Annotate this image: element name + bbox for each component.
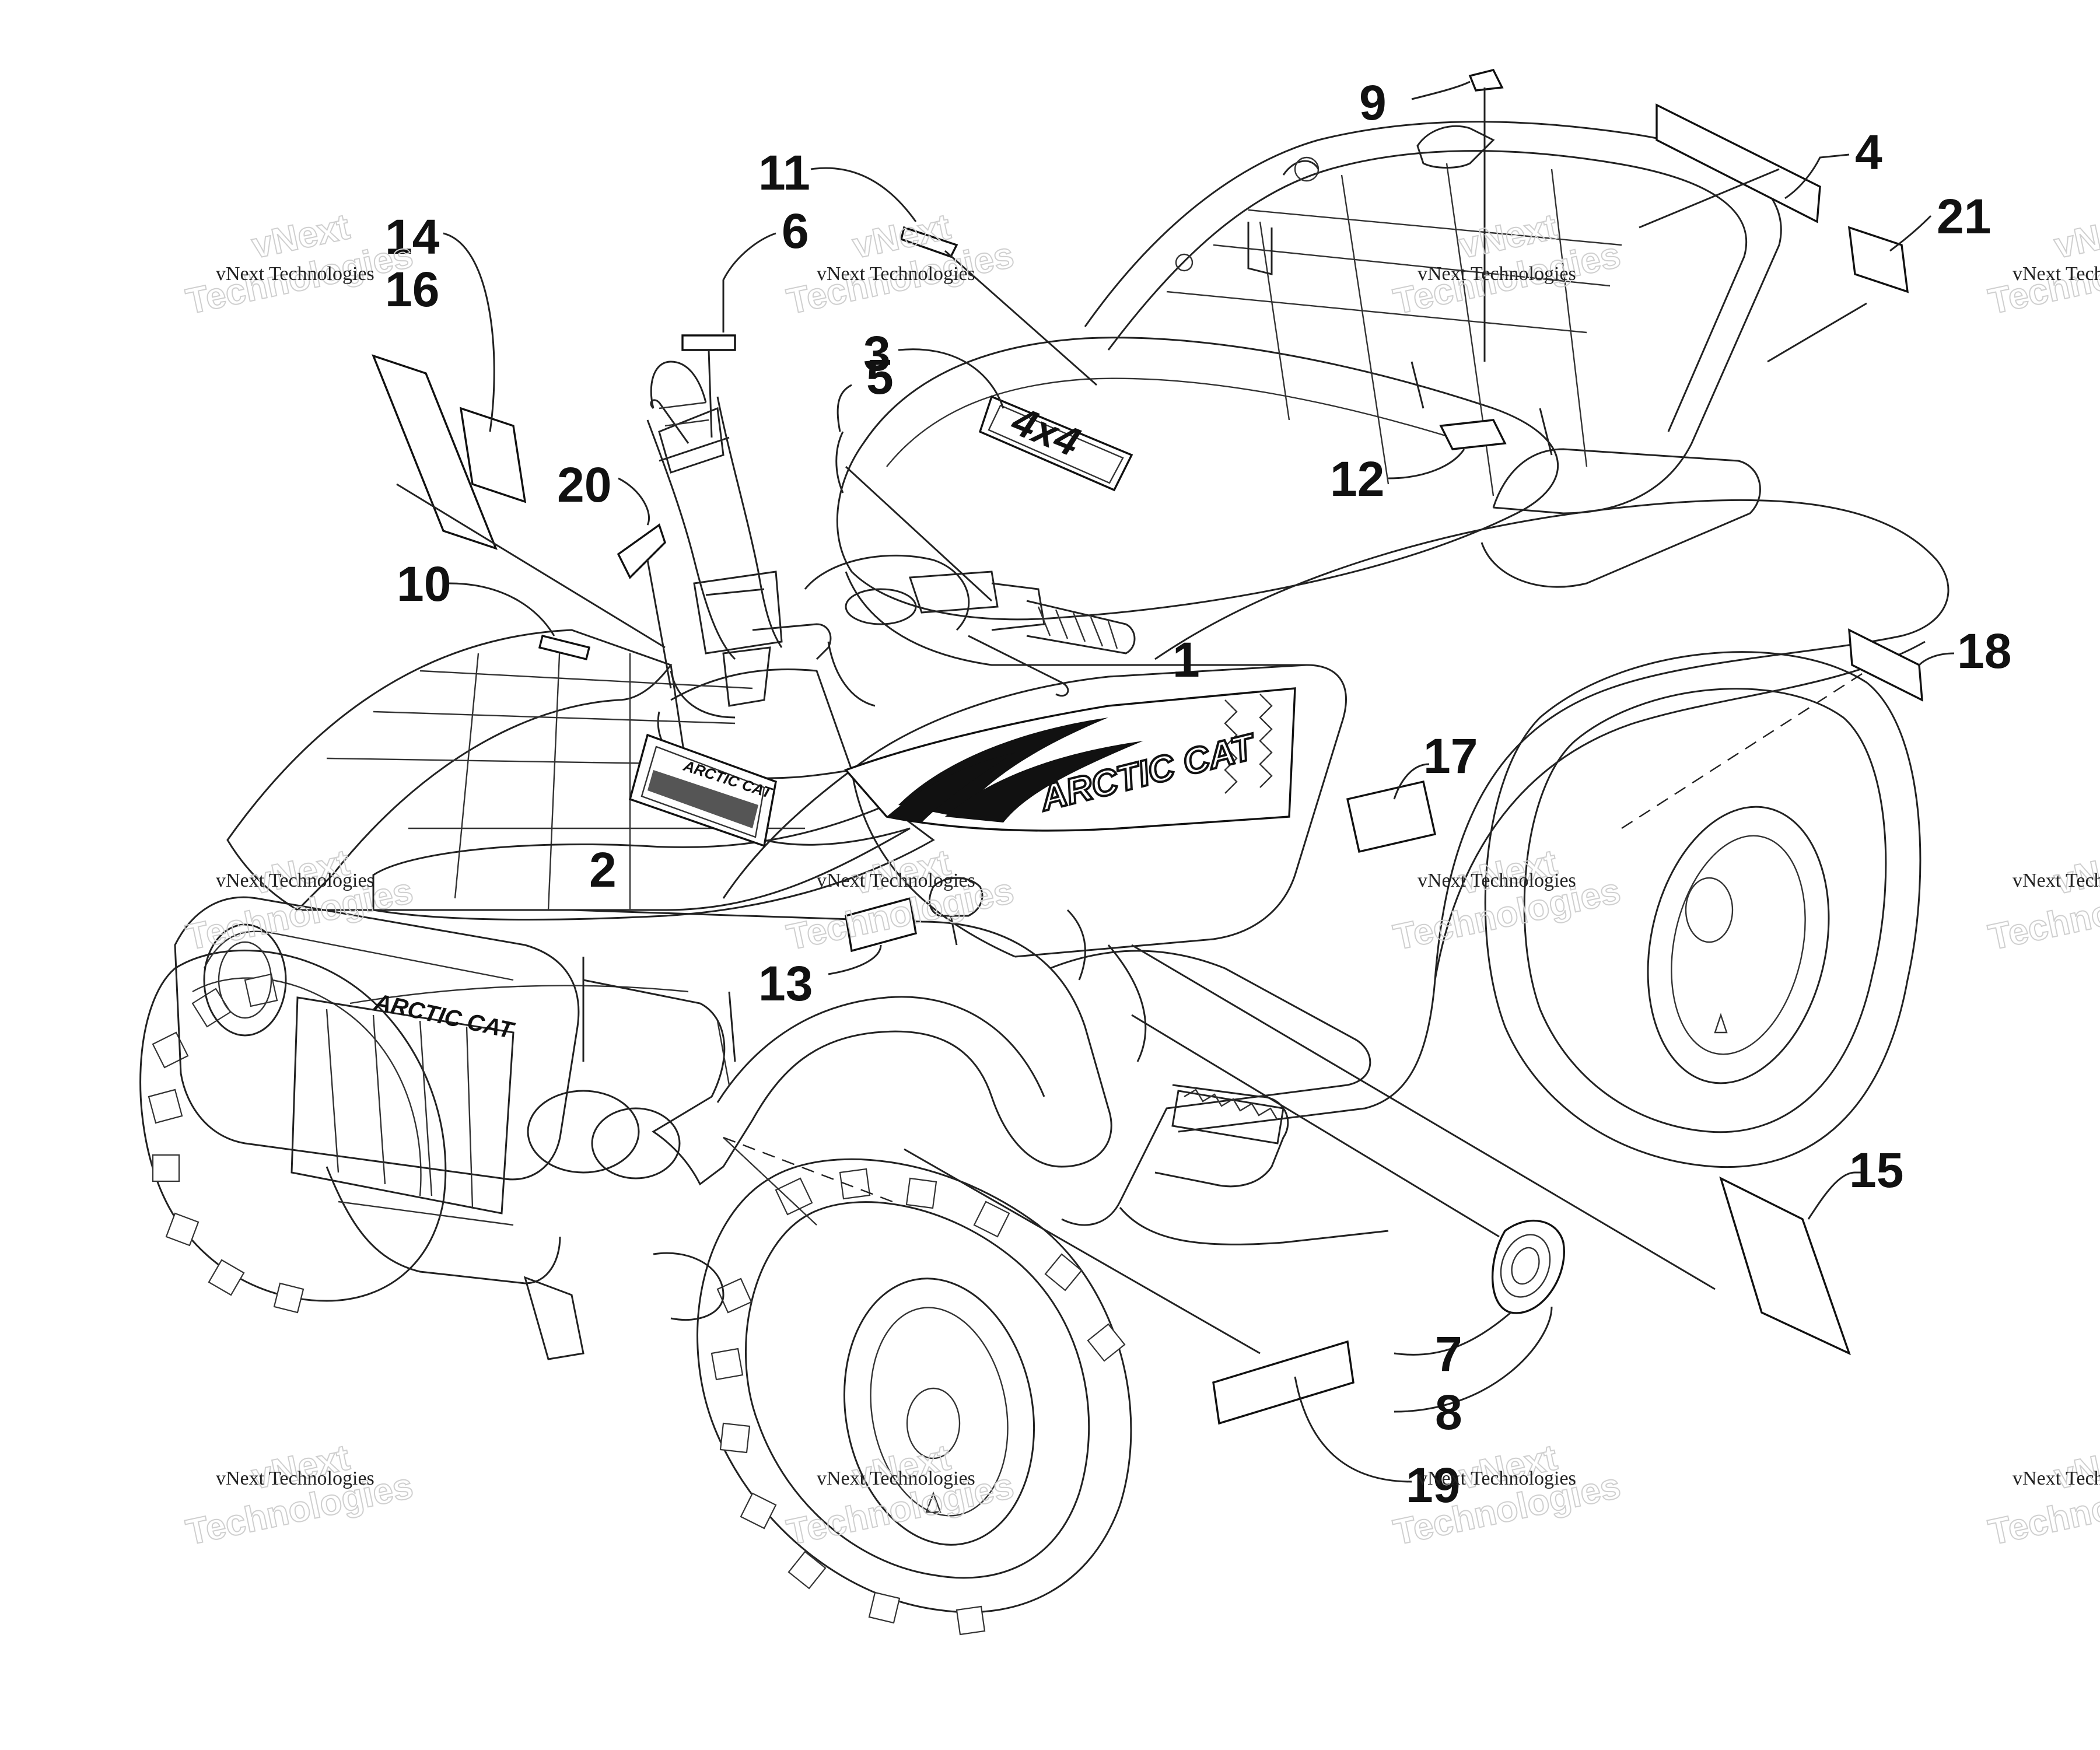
watermark-text: vNext Technologies: [817, 870, 975, 891]
callout-20: 20: [557, 457, 611, 512]
callout-18: 18: [1957, 624, 2011, 678]
decal-18: [1848, 628, 1923, 702]
decal-10: [538, 634, 591, 661]
front-fender: [571, 909, 1112, 1226]
callout-15: 15: [1849, 1143, 1903, 1198]
decal-19: [1212, 1340, 1354, 1425]
watermark-text: vNext Technologies: [1418, 263, 1576, 285]
watermark-text: vNext Technologies: [2013, 1468, 2100, 1489]
decal-6: [681, 334, 736, 351]
callout-labels: 1 2 3 4 5 6 7 8 9 10 11 12 13 14 15 16 1…: [385, 75, 2011, 1513]
watermark: vNext Technologies: [1985, 842, 2100, 958]
front-right-wheel: [696, 1158, 1132, 1636]
front-left-tire-tread: [148, 973, 304, 1314]
svg-text:vNext: vNext: [2051, 206, 2100, 267]
decal-17: [1346, 780, 1437, 853]
watermark-text: vNext Technologies: [1418, 1468, 1576, 1489]
decal-4: [1656, 103, 1821, 223]
footrest: [1049, 909, 1389, 1245]
watermark: vNext Technologies: [182, 842, 417, 958]
callout-3: 3: [863, 326, 891, 381]
decal-13: [845, 897, 917, 953]
decal-12: [1439, 419, 1507, 450]
watermarks: vNext Technologies vNext Technologies vN…: [182, 206, 2100, 1553]
watermark: vNext Technologies: [783, 206, 1018, 323]
callout-19: 19: [1406, 1458, 1460, 1513]
decal-16: [372, 354, 498, 550]
callout-5: 5: [866, 349, 894, 404]
handlebar: [646, 360, 1136, 946]
watermark-text: vNext Technologies: [216, 1468, 374, 1489]
callout-10: 10: [397, 556, 451, 611]
decal-21: [1847, 226, 1909, 293]
rear-wheel: [1484, 651, 1922, 1168]
callout-7: 7: [1435, 1326, 1462, 1381]
hood-4x4-decal: 4x4: [978, 395, 1133, 492]
callout-8: 8: [1435, 1385, 1462, 1440]
decal-15: [1719, 1176, 1851, 1356]
atv-body: ARCTIC CAT: [174, 121, 1950, 1360]
callout-2: 2: [589, 842, 617, 897]
callout-12: 12: [1330, 452, 1384, 506]
watermark-text: vNext Technologies: [216, 263, 374, 285]
rear-rack: [1084, 121, 1782, 588]
decal-14: [459, 407, 527, 503]
callout-6: 6: [782, 204, 809, 258]
watermark: vNext Technologies: [1985, 1437, 2100, 1553]
callout-14: 14: [385, 209, 440, 264]
grille-logo-text: ARCTIC CAT: [372, 989, 517, 1044]
callout-21: 21: [1937, 189, 1991, 244]
watermark: vNext Technologies: [182, 206, 417, 323]
plate-decal: ARCTIC CAT: [628, 733, 777, 848]
watermark: vNext Technologies: [1985, 206, 2100, 323]
side-decal-arctic-cat: ARCTIC CAT: [844, 687, 1296, 832]
decal-20: [617, 523, 666, 579]
decal-7-8: [1492, 1219, 1565, 1314]
watermark-text: vNext Technologies: [2013, 263, 2100, 285]
callout-16: 16: [385, 262, 439, 317]
decal-9: [1468, 69, 1504, 92]
callout-13: 13: [758, 956, 813, 1011]
watermark-text: vNext Technologies: [2013, 870, 2100, 891]
watermark-text: vNext Technologies: [817, 263, 975, 285]
front-right-tire-tread: [710, 1168, 1126, 1636]
callout-4: 4: [1855, 125, 1882, 180]
watermark-text: vNext Technologies: [1418, 870, 1576, 891]
watermark: vNext Technologies: [182, 1437, 417, 1553]
watermark: vNext Technologies: [1390, 206, 1625, 323]
front-bumper: ARCTIC CAT: [174, 896, 724, 1360]
callout-17: 17: [1423, 729, 1478, 783]
callout-9: 9: [1359, 75, 1387, 130]
watermark-text: vNext Technologies: [216, 870, 374, 891]
front-left-wheel: [139, 949, 447, 1314]
callout-11: 11: [758, 145, 810, 200]
watermark-text: vNext Technologies: [817, 1468, 975, 1489]
callout-decals: [372, 69, 1955, 1483]
watermark: vNext Technologies: [783, 1437, 1018, 1553]
callout-1: 1: [1172, 632, 1200, 687]
watermark: vNext Technologies: [1390, 842, 1625, 958]
decal-5: [835, 431, 844, 494]
